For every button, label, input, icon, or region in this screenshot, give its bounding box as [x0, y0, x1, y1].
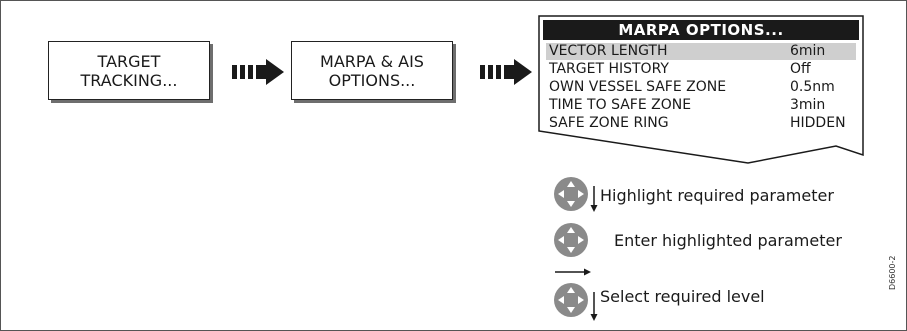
- figure-code: D6600-2: [888, 255, 897, 291]
- menu-row-vector-length[interactable]: VECTOR LENGTH 6min: [546, 43, 856, 60]
- menu-row-target-history[interactable]: TARGET HISTORY Off: [546, 61, 856, 78]
- menu-row-label: SAFE ZONE RING: [549, 115, 669, 131]
- trackpad-right-icon: [554, 223, 591, 276]
- menu-row-value: 3min: [790, 97, 826, 113]
- menu-row-safe-zone-ring[interactable]: SAFE ZONE RING HIDDEN: [546, 115, 856, 132]
- instruction-enter-parameter: Enter highlighted parameter: [614, 231, 842, 250]
- instruction-highlight-parameter: Highlight required parameter: [600, 186, 834, 205]
- marpa-ais-options-softkey[interactable]: MARPA & AIS OPTIONS...: [291, 41, 453, 100]
- trackpad-up-down-icon: [554, 283, 598, 321]
- menu-row-own-vessel-safe-zone[interactable]: OWN VESSEL SAFE ZONE 0.5nm: [546, 79, 856, 96]
- flow-arrow-icon: [480, 59, 532, 85]
- flow-arrow-icon: [232, 59, 284, 85]
- menu-row-value: 6min: [790, 43, 826, 59]
- menu-row-label: VECTOR LENGTH: [549, 43, 668, 59]
- menu-row-value: Off: [790, 61, 811, 77]
- target-tracking-softkey[interactable]: TARGET TRACKING...: [48, 41, 210, 100]
- menu-row-label: OWN VESSEL SAFE ZONE: [549, 79, 727, 95]
- menu-title: MARPA OPTIONS...: [543, 20, 859, 40]
- menu-row-time-to-safe-zone[interactable]: TIME TO SAFE ZONE 3min: [546, 97, 856, 114]
- menu-row-value: HIDDEN: [790, 115, 846, 131]
- menu-row-value: 0.5nm: [790, 79, 835, 95]
- menu-row-label: TARGET HISTORY: [549, 61, 669, 77]
- menu-row-label: TIME TO SAFE ZONE: [549, 97, 692, 113]
- instruction-select-level: Select required level: [600, 287, 765, 306]
- trackpad-up-down-icon: [554, 177, 598, 212]
